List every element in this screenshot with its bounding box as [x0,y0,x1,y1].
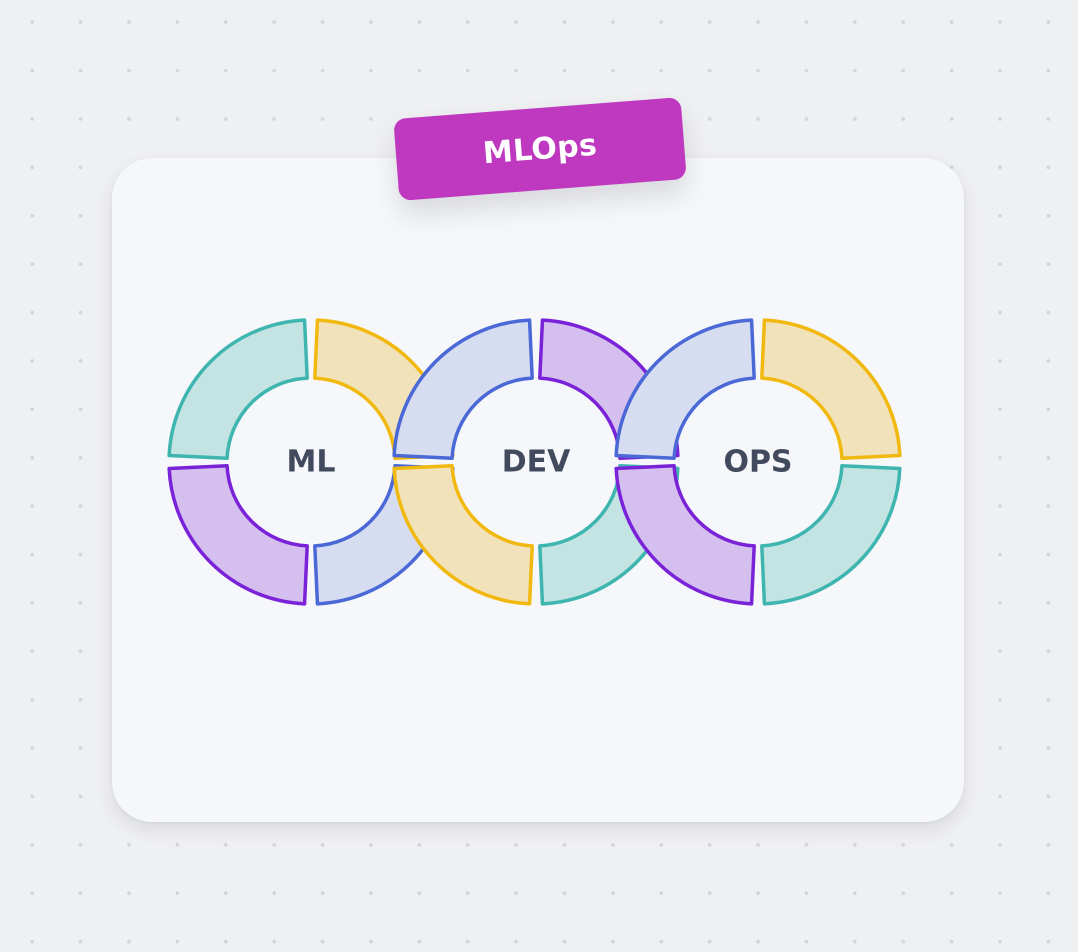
ring-label-ml: ML [287,445,336,480]
ring-segment-top-left [392,318,534,460]
ring-segment-top-left [167,318,309,460]
ring-segment-top-right [760,318,902,460]
ring-segment-bottom-left [167,464,309,606]
ring-label-ops: OPS [723,445,792,480]
ring-ops [614,318,902,606]
ring-label-dev: DEV [502,445,571,480]
ring-labels: ML DEV OPS [287,445,793,480]
ring-segments [167,318,902,606]
ring-segment-top-left [614,318,756,460]
ring-segment-bottom-left [392,464,534,606]
ring-segment-bottom-right [760,464,902,606]
diagram-card [112,158,964,822]
ring-segment-bottom-left [614,464,756,606]
